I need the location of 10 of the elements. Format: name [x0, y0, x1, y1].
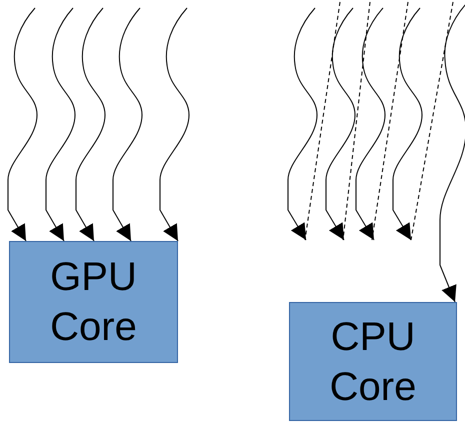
core-label: CPU Core — [328, 314, 418, 410]
wavy-arrow — [46, 8, 76, 242]
core-box — [9, 241, 178, 363]
core-label: GPU Core — [49, 254, 138, 351]
wavy-arrow — [112, 8, 142, 242]
wavy-arrow — [76, 8, 106, 242]
wavy-arrow — [160, 8, 190, 242]
wavy-arrow — [8, 8, 38, 242]
core-box — [289, 302, 457, 421]
wavy-arrow — [440, 4, 465, 302]
